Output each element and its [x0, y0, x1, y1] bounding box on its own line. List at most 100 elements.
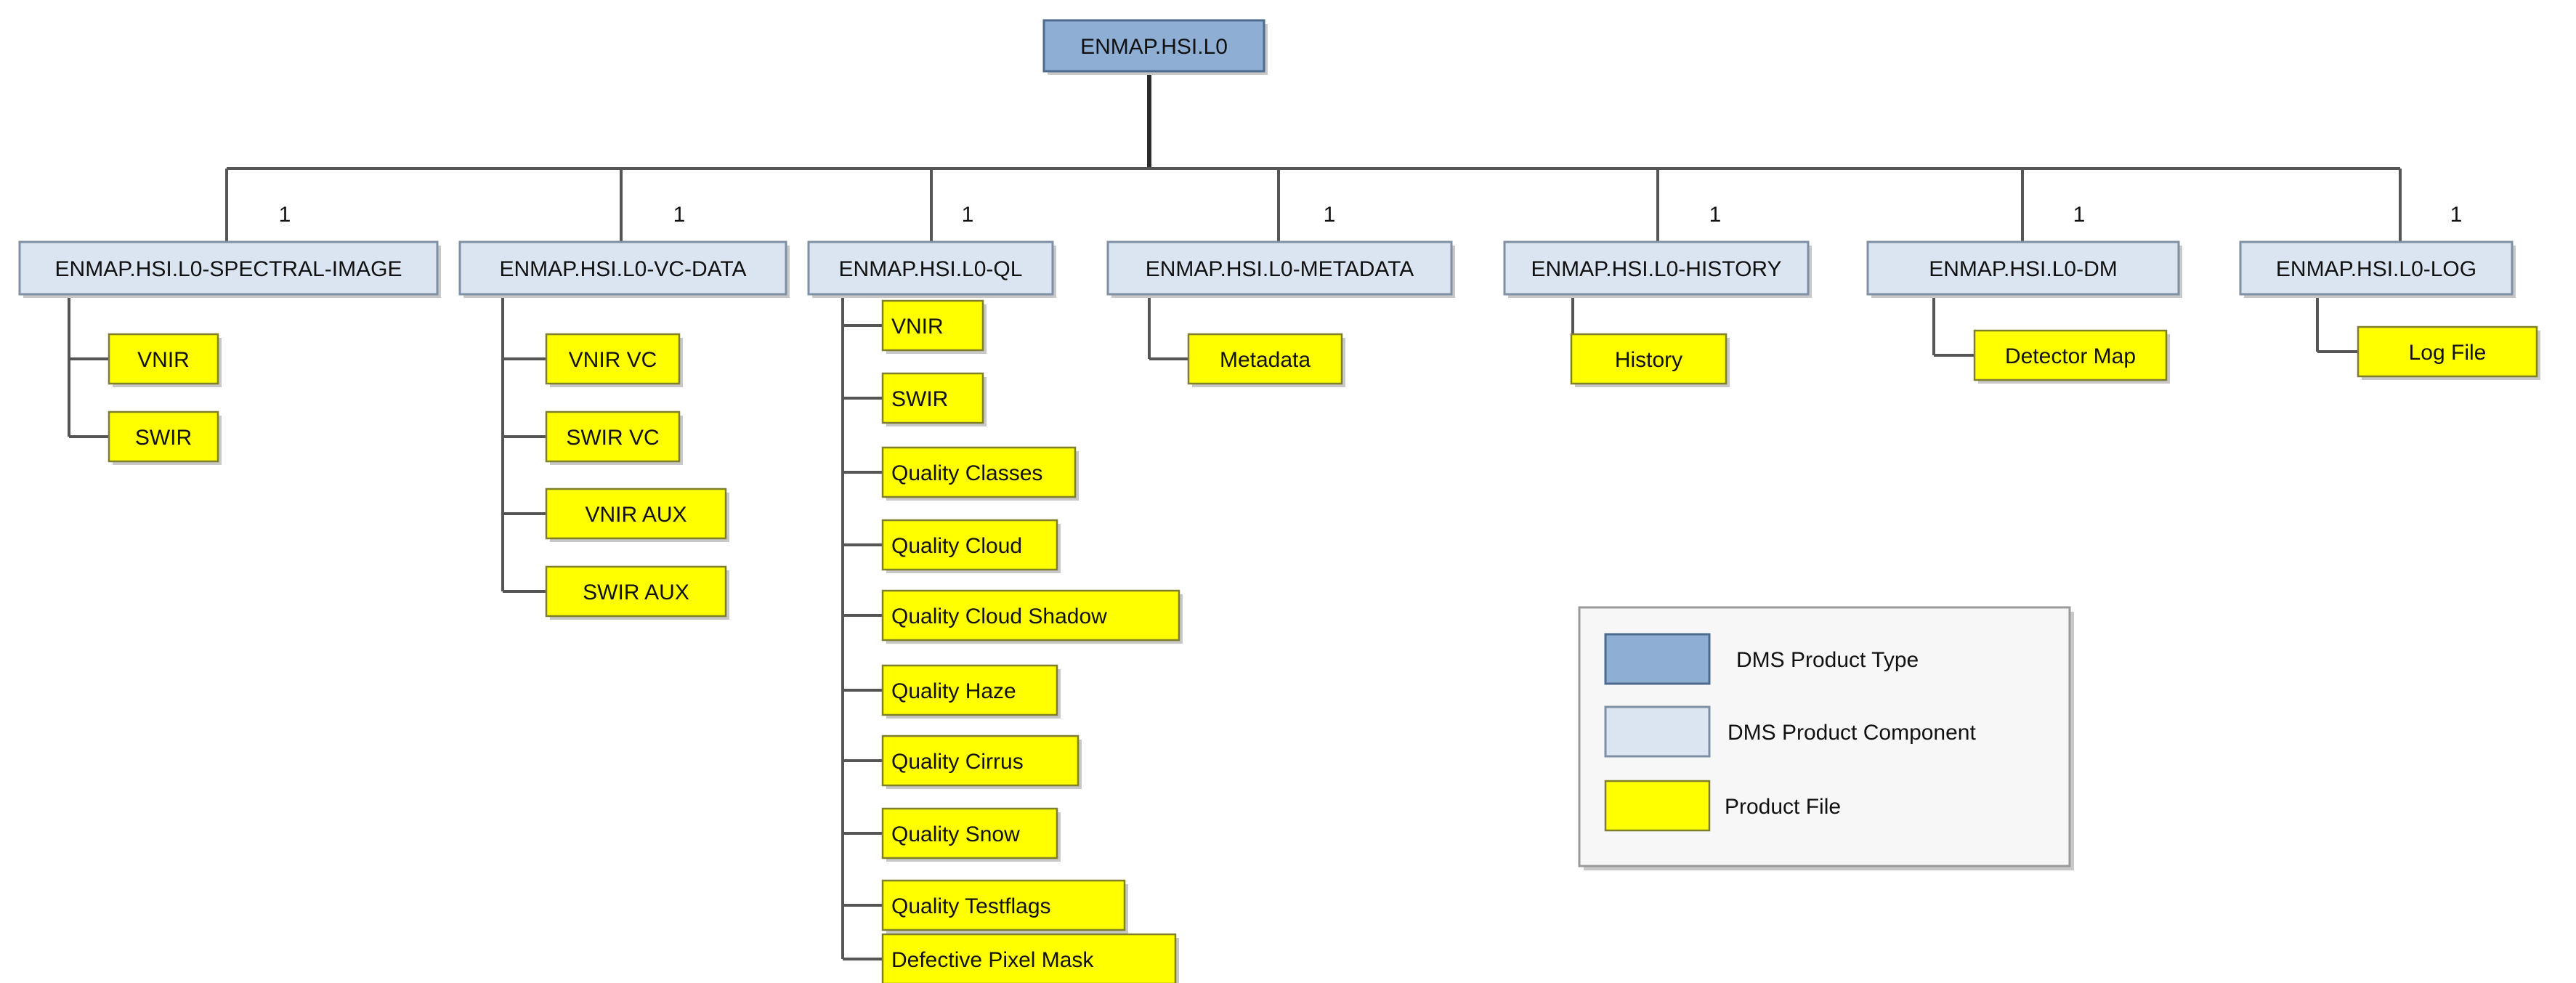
product-file-box: Log File [2357, 325, 2540, 380]
product-file-box-box [881, 589, 1180, 642]
product-file-box: VNIR [108, 333, 222, 387]
product-file-box-label: VNIR AUX [585, 503, 686, 527]
product-file-box-label: Quality Cloud [891, 534, 1022, 558]
product-file-box-label: Quality Cloud Shadow [891, 604, 1107, 628]
connector-lines [68, 71, 2402, 960]
product-file-box-box [545, 333, 681, 385]
component-box-label: ENMAP.HSI.L0-LOG [2276, 257, 2476, 281]
product-file-box: Quality Cirrus [881, 735, 1082, 789]
product-file-box-box [545, 565, 727, 618]
product-file-box: Detector Map [1973, 329, 2170, 384]
component-box-box [458, 240, 787, 296]
component-box: ENMAP.HSI.L0-METADATA [1106, 240, 1455, 298]
product-file-box-label: SWIR VC [566, 426, 659, 450]
product-file-box-label: History [1615, 348, 1682, 372]
legend-label: Product File [1725, 795, 1841, 819]
multiplicity-label: 1 [1709, 203, 1722, 227]
product-file-box-label: Quality Testflags [891, 894, 1051, 918]
product-file-box-label: SWIR AUX [583, 581, 689, 604]
component-box-box [18, 240, 439, 296]
product-file-box-label: Quality Snow [891, 822, 1020, 846]
product-file-box-box [1187, 333, 1343, 385]
product-file-box: SWIR [108, 410, 222, 465]
product-file-box: SWIR [881, 372, 987, 426]
component-box-label: ENMAP.HSI.L0-SPECTRAL-IMAGE [55, 257, 402, 281]
multiplicity-label: 1 [279, 203, 291, 227]
product-file-box-box [881, 446, 1077, 498]
product-file-box-box [881, 933, 1177, 983]
root-product-type-box [1042, 19, 1265, 73]
product-file-box: Quality Cloud [881, 519, 1061, 573]
component-box-box [2239, 240, 2514, 296]
product-file-box-label: VNIR [891, 315, 944, 339]
product-file-box: Metadata [1187, 333, 1345, 387]
legend-swatch-component [1604, 705, 1711, 758]
product-file-box: SWIR AUX [545, 565, 729, 620]
product-file-box: VNIR AUX [545, 488, 729, 542]
product-file-box-label: Defective Pixel Mask [891, 948, 1094, 972]
product-file-box-label: VNIR VC [569, 348, 657, 372]
product-file-box: Quality Cloud Shadow [881, 589, 1183, 644]
product-file-box: History [1570, 333, 1730, 387]
root-product-type: ENMAP.HSI.L0 [1042, 19, 1268, 75]
legend-swatch-type [1604, 633, 1711, 685]
product-file-box-box [881, 807, 1058, 859]
product-file-box-label: VNIR [137, 348, 190, 372]
product-file-box-box [881, 299, 984, 352]
legend-label: DMS Product Type [1736, 648, 1919, 672]
product-file-box: VNIR [881, 299, 987, 354]
product-file-box-box [108, 333, 219, 385]
component-box: ENMAP.HSI.L0-HISTORY [1503, 240, 1812, 298]
product-file-box-label: SWIR [891, 387, 948, 411]
product-file-box-box [881, 372, 984, 424]
product-file-box-label: Detector Map [2005, 344, 2136, 368]
product-file-box: Quality Testflags [881, 879, 1128, 934]
product-file-box-box [881, 879, 1126, 931]
product-file-box-box [545, 488, 727, 540]
component-box-label: ENMAP.HSI.L0-METADATA [1146, 257, 1414, 281]
product-file-box-label: Quality Cirrus [891, 750, 1024, 774]
component-box-box [1106, 240, 1453, 296]
root-product-type-label: ENMAP.HSI.L0 [1080, 35, 1228, 59]
product-file-box-box [2357, 325, 2538, 378]
component-box-label: ENMAP.HSI.L0-QL [839, 257, 1023, 281]
component-box: ENMAP.HSI.L0-QL [807, 240, 1056, 298]
component-box-box [807, 240, 1054, 296]
product-file-box: SWIR VC [545, 410, 683, 465]
component-box-label: ENMAP.HSI.L0-DM [1929, 257, 2118, 281]
component-box-box [1503, 240, 1810, 296]
product-file-box-box [881, 664, 1058, 716]
product-file-box-box [545, 410, 681, 463]
component-box-label: ENMAP.HSI.L0-HISTORY [1531, 257, 1781, 281]
component-box: ENMAP.HSI.L0-VC-DATA [458, 240, 790, 298]
legend-label: DMS Product Component [1728, 721, 1976, 745]
multiplicity-label: 1 [962, 203, 974, 227]
product-file-box-box [881, 735, 1080, 787]
product-file-box: Quality Haze [881, 664, 1061, 719]
product-file-box-label: Quality Classes [891, 461, 1042, 485]
product-file-box-label: Quality Haze [891, 679, 1016, 703]
product-file-box-label: Log File [2409, 341, 2487, 365]
component-box-label: ENMAP.HSI.L0-VC-DATA [499, 257, 746, 281]
component-box: ENMAP.HSI.L0-DM [1866, 240, 2182, 298]
multiplicity-label: 1 [2450, 203, 2463, 227]
diagram-nodes: ENMAP.HSI.L0 1ENMAP.HSI.L0-SPECTRAL-IMAGE… [18, 19, 2540, 983]
product-file-box-box [1570, 333, 1728, 385]
multiplicity-label: 1 [1324, 203, 1336, 227]
product-file-box: Quality Snow [881, 807, 1061, 862]
multiplicity-label: 1 [673, 203, 686, 227]
product-file-box: Defective Pixel Mask [881, 933, 1179, 983]
product-file-box: VNIR VC [545, 333, 683, 387]
product-file-box-label: Metadata [1220, 348, 1311, 372]
product-file-box-box [881, 519, 1058, 571]
product-file-box: Quality Classes [881, 446, 1079, 501]
product-file-box-box [108, 410, 219, 463]
multiplicity-label: 1 [2073, 203, 2086, 227]
component-box: ENMAP.HSI.L0-SPECTRAL-IMAGE [18, 240, 441, 298]
product-file-box-box [1973, 329, 2168, 381]
legend-swatch-file [1604, 780, 1711, 832]
product-file-box-label: SWIR [135, 426, 192, 450]
component-box: ENMAP.HSI.L0-LOG [2239, 240, 2516, 298]
